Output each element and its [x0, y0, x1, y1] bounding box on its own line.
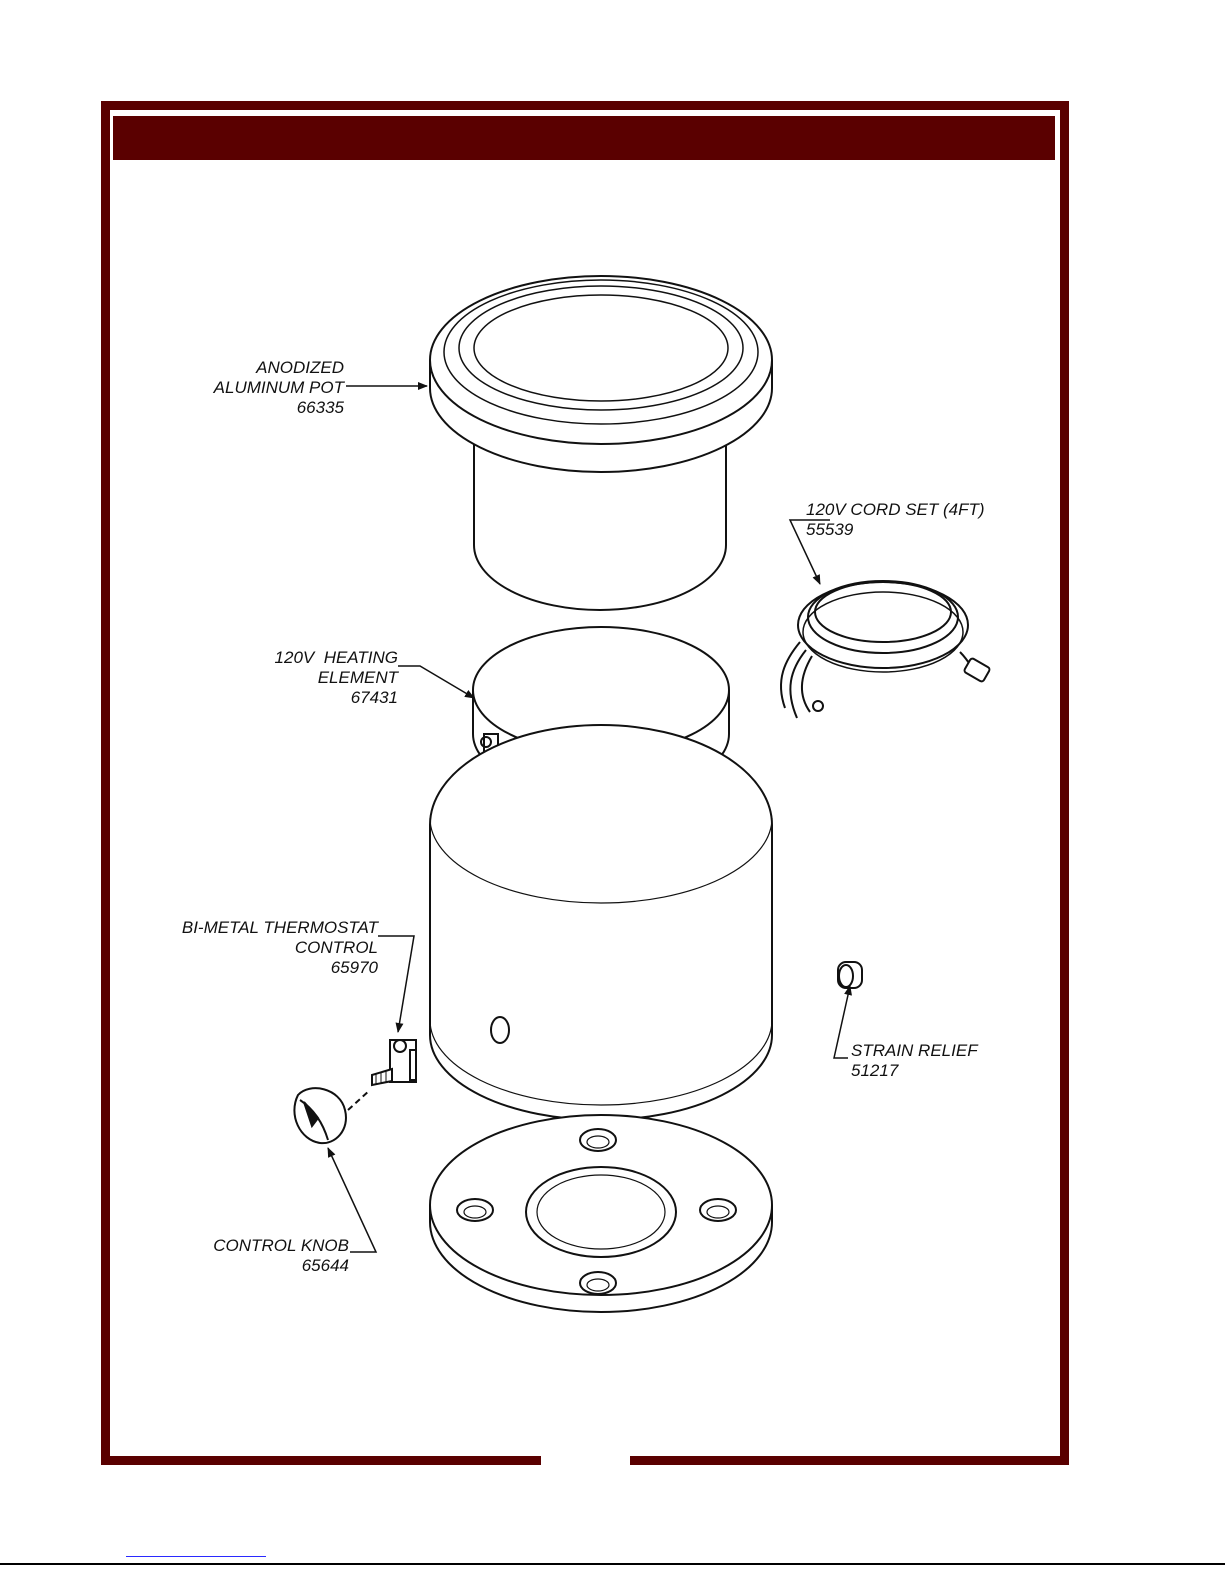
warmer-body [430, 725, 772, 1120]
heating-name-line1: 120V HEATING [250, 648, 398, 668]
callout-cord: 120V CORD SET (4FT) 55539 [806, 500, 985, 540]
strain-relief-part-number: 51217 [851, 1061, 978, 1081]
strain-relief [838, 962, 862, 988]
thermostat [372, 1040, 416, 1085]
knob-name: CONTROL KNOB [190, 1236, 349, 1256]
pot-part-number: 66335 [190, 398, 344, 418]
leader-thermostat [378, 936, 414, 1032]
pot-name-line1: ANODIZED [190, 358, 344, 378]
cord-set [781, 581, 991, 718]
aluminum-pot [430, 276, 772, 610]
thermostat-name-line1: BI-METAL THERMOSTAT [150, 918, 378, 938]
thermostat-part-number: 65970 [150, 958, 378, 978]
callout-thermostat: BI-METAL THERMOSTAT CONTROL 65970 [150, 918, 378, 978]
footer-rule [0, 1563, 1225, 1565]
leader-heating [398, 666, 474, 698]
callout-pot: ANODIZED ALUMINUM POT 66335 [190, 358, 344, 418]
base-pan [430, 1115, 772, 1312]
control-knob [294, 1088, 370, 1143]
heating-part-number: 67431 [250, 688, 398, 708]
callout-knob: CONTROL KNOB 65644 [190, 1236, 349, 1276]
knob-part-number: 65644 [190, 1256, 349, 1276]
pot-name-line2: ALUMINUM POT [190, 378, 344, 398]
callout-strain-relief: STRAIN RELIEF 51217 [851, 1041, 978, 1081]
cord-part-number: 55539 [806, 520, 985, 540]
footer-link-underline [126, 1556, 266, 1557]
callout-heating: 120V HEATING ELEMENT 67431 [250, 648, 398, 708]
heating-name-line2: ELEMENT [250, 668, 398, 688]
cord-name: 120V CORD SET (4FT) [806, 500, 985, 520]
thermostat-name-line2: CONTROL [150, 938, 378, 958]
strain-relief-name: STRAIN RELIEF [851, 1041, 978, 1061]
leader-strain [834, 986, 850, 1058]
